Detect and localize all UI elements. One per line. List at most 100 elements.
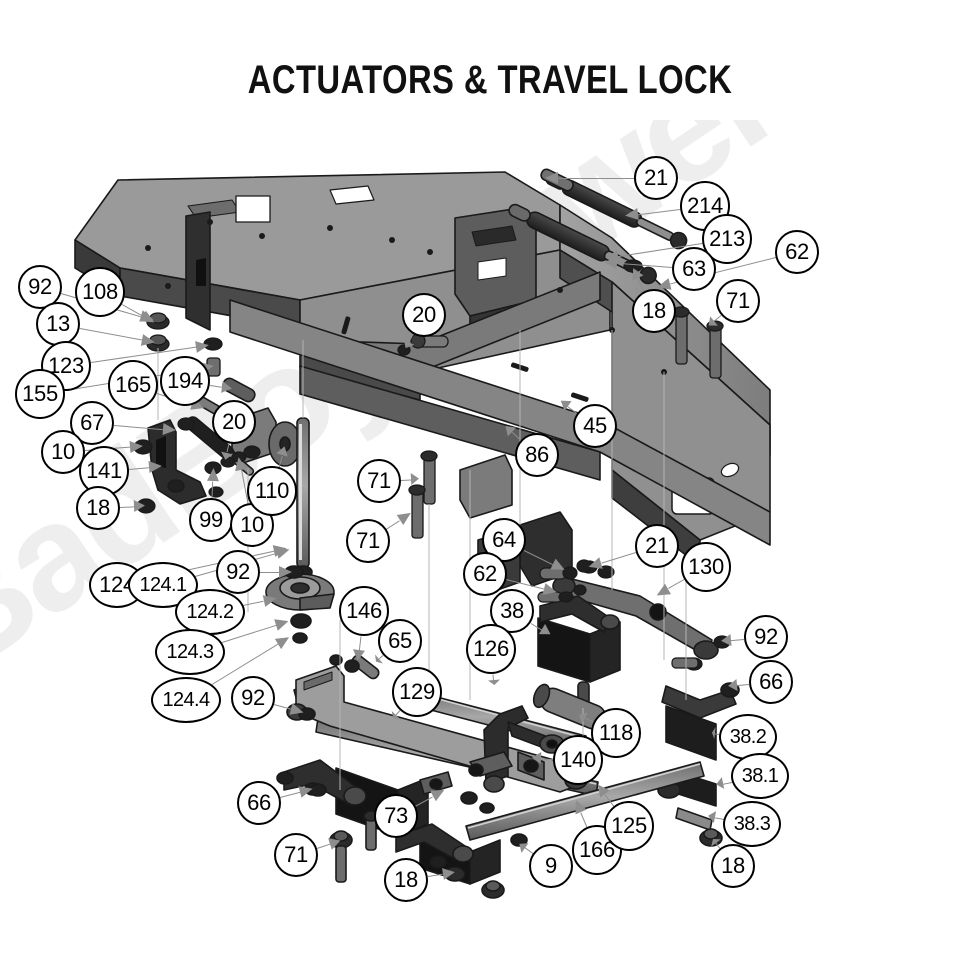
- callout-leader: [541, 758, 554, 760]
- callout-leader: [260, 572, 279, 573]
- callout-124-3[interactable]: 124.3: [155, 629, 225, 675]
- callout-67[interactable]: 67: [70, 401, 114, 445]
- callout-leader: [714, 315, 722, 322]
- callout-62[interactable]: 62: [463, 552, 507, 596]
- callout-66[interactable]: 66: [749, 660, 793, 704]
- callout-arrowhead: [604, 250, 619, 264]
- callout-arrowhead: [134, 500, 146, 513]
- callout-71[interactable]: 71: [274, 833, 318, 877]
- callout-86[interactable]: 86: [515, 433, 559, 477]
- callout-10[interactable]: 10: [230, 503, 274, 547]
- callout-leader: [400, 479, 412, 481]
- callout-leader: [386, 520, 401, 530]
- callout-18[interactable]: 18: [711, 844, 755, 888]
- callout-71[interactable]: 71: [357, 459, 401, 503]
- callout-arrowhead: [275, 543, 292, 559]
- callout-arrowhead: [542, 583, 559, 598]
- callout-arrowhead: [195, 339, 210, 353]
- callout-leader: [637, 278, 645, 292]
- callout-arrowhead: [289, 702, 306, 718]
- callout-arrowhead: [592, 780, 610, 798]
- callout-38-2[interactable]: 38.2: [719, 714, 777, 760]
- callout-18[interactable]: 18: [76, 486, 120, 530]
- callout-18[interactable]: 18: [384, 858, 428, 902]
- callout-arrowhead: [206, 467, 219, 482]
- callout-arrowhead: [298, 783, 315, 799]
- callout-140[interactable]: 140: [553, 735, 603, 785]
- callout-38-1[interactable]: 38.1: [731, 753, 789, 799]
- callout-118[interactable]: 118: [591, 708, 641, 758]
- callout-20[interactable]: 20: [402, 293, 446, 337]
- callout-21[interactable]: 21: [635, 524, 679, 568]
- callout-leader: [274, 703, 292, 710]
- callout-arrowhead: [501, 421, 517, 437]
- callout-124-4[interactable]: 124.4: [151, 677, 221, 723]
- callout-165[interactable]: 165: [108, 360, 158, 410]
- callout-leader: [722, 781, 732, 785]
- callout-65[interactable]: 65: [378, 619, 422, 663]
- callout-10[interactable]: 10: [41, 430, 85, 474]
- callout-leader: [128, 467, 150, 470]
- callout-92[interactable]: 92: [18, 265, 62, 309]
- callout-arrowhead: [711, 727, 716, 740]
- callout-130[interactable]: 130: [681, 542, 731, 592]
- callout-9[interactable]: 9: [529, 844, 573, 888]
- callout-64[interactable]: 64: [482, 518, 526, 562]
- callout-leader: [358, 636, 362, 651]
- callout-125[interactable]: 125: [604, 801, 654, 851]
- callout-arrowhead: [705, 315, 719, 330]
- callout-124-2[interactable]: 124.2: [175, 589, 245, 635]
- callout-13[interactable]: 13: [36, 302, 80, 346]
- callout-arrowhead: [487, 679, 500, 686]
- callout-arrowhead: [516, 838, 529, 853]
- callout-leader: [113, 424, 164, 430]
- callout-71[interactable]: 71: [346, 519, 390, 563]
- callout-arrowhead: [276, 445, 291, 458]
- callout-92[interactable]: 92: [231, 676, 275, 720]
- callout-leader: [558, 178, 634, 179]
- callout-146[interactable]: 146: [339, 586, 389, 636]
- callout-108[interactable]: 108: [75, 267, 125, 317]
- callout-arrowhead: [221, 380, 233, 394]
- callout-92[interactable]: 92: [744, 615, 788, 659]
- callout-arrowhead: [372, 654, 384, 667]
- callout-66[interactable]: 66: [237, 781, 281, 825]
- callout-126[interactable]: 126: [466, 624, 516, 674]
- callout-leader: [492, 674, 495, 681]
- callout-194[interactable]: 194: [160, 356, 210, 406]
- callout-62[interactable]: 62: [775, 230, 819, 274]
- callout-38-3[interactable]: 38.3: [723, 801, 781, 847]
- callout-213[interactable]: 213: [702, 214, 752, 264]
- callout-leader: [604, 794, 615, 807]
- callout-129[interactable]: 129: [392, 667, 442, 717]
- callout-arrowhead: [389, 710, 401, 722]
- callout-155[interactable]: 155: [15, 369, 65, 419]
- callout-99[interactable]: 99: [189, 498, 233, 542]
- callout-leader: [737, 684, 750, 687]
- callout-leader: [415, 796, 433, 807]
- callout-18[interactable]: 18: [632, 289, 676, 333]
- callout-arrowhead: [400, 338, 415, 351]
- callout-arrowhead: [141, 333, 157, 348]
- callout-45[interactable]: 45: [573, 404, 617, 448]
- callout-arrowhead: [532, 752, 542, 765]
- callout-leader: [395, 710, 401, 716]
- callout-20[interactable]: 20: [212, 400, 256, 444]
- callout-73[interactable]: 73: [374, 794, 418, 838]
- callout-arrowhead: [219, 451, 233, 461]
- callout-arrowhead: [233, 455, 248, 471]
- callout-110[interactable]: 110: [247, 466, 297, 516]
- callout-arrowhead: [274, 631, 293, 649]
- callout-arrowhead: [411, 473, 420, 486]
- callout-arrowhead: [429, 784, 447, 802]
- callout-21[interactable]: 21: [634, 156, 678, 200]
- callout-71[interactable]: 71: [716, 279, 760, 323]
- callout-arrowhead: [328, 834, 343, 850]
- callout-leader: [408, 334, 414, 343]
- callout-63[interactable]: 63: [672, 247, 716, 291]
- callout-92[interactable]: 92: [216, 550, 260, 594]
- callout-arrowhead: [273, 615, 290, 631]
- callout-arrowhead: [538, 624, 554, 640]
